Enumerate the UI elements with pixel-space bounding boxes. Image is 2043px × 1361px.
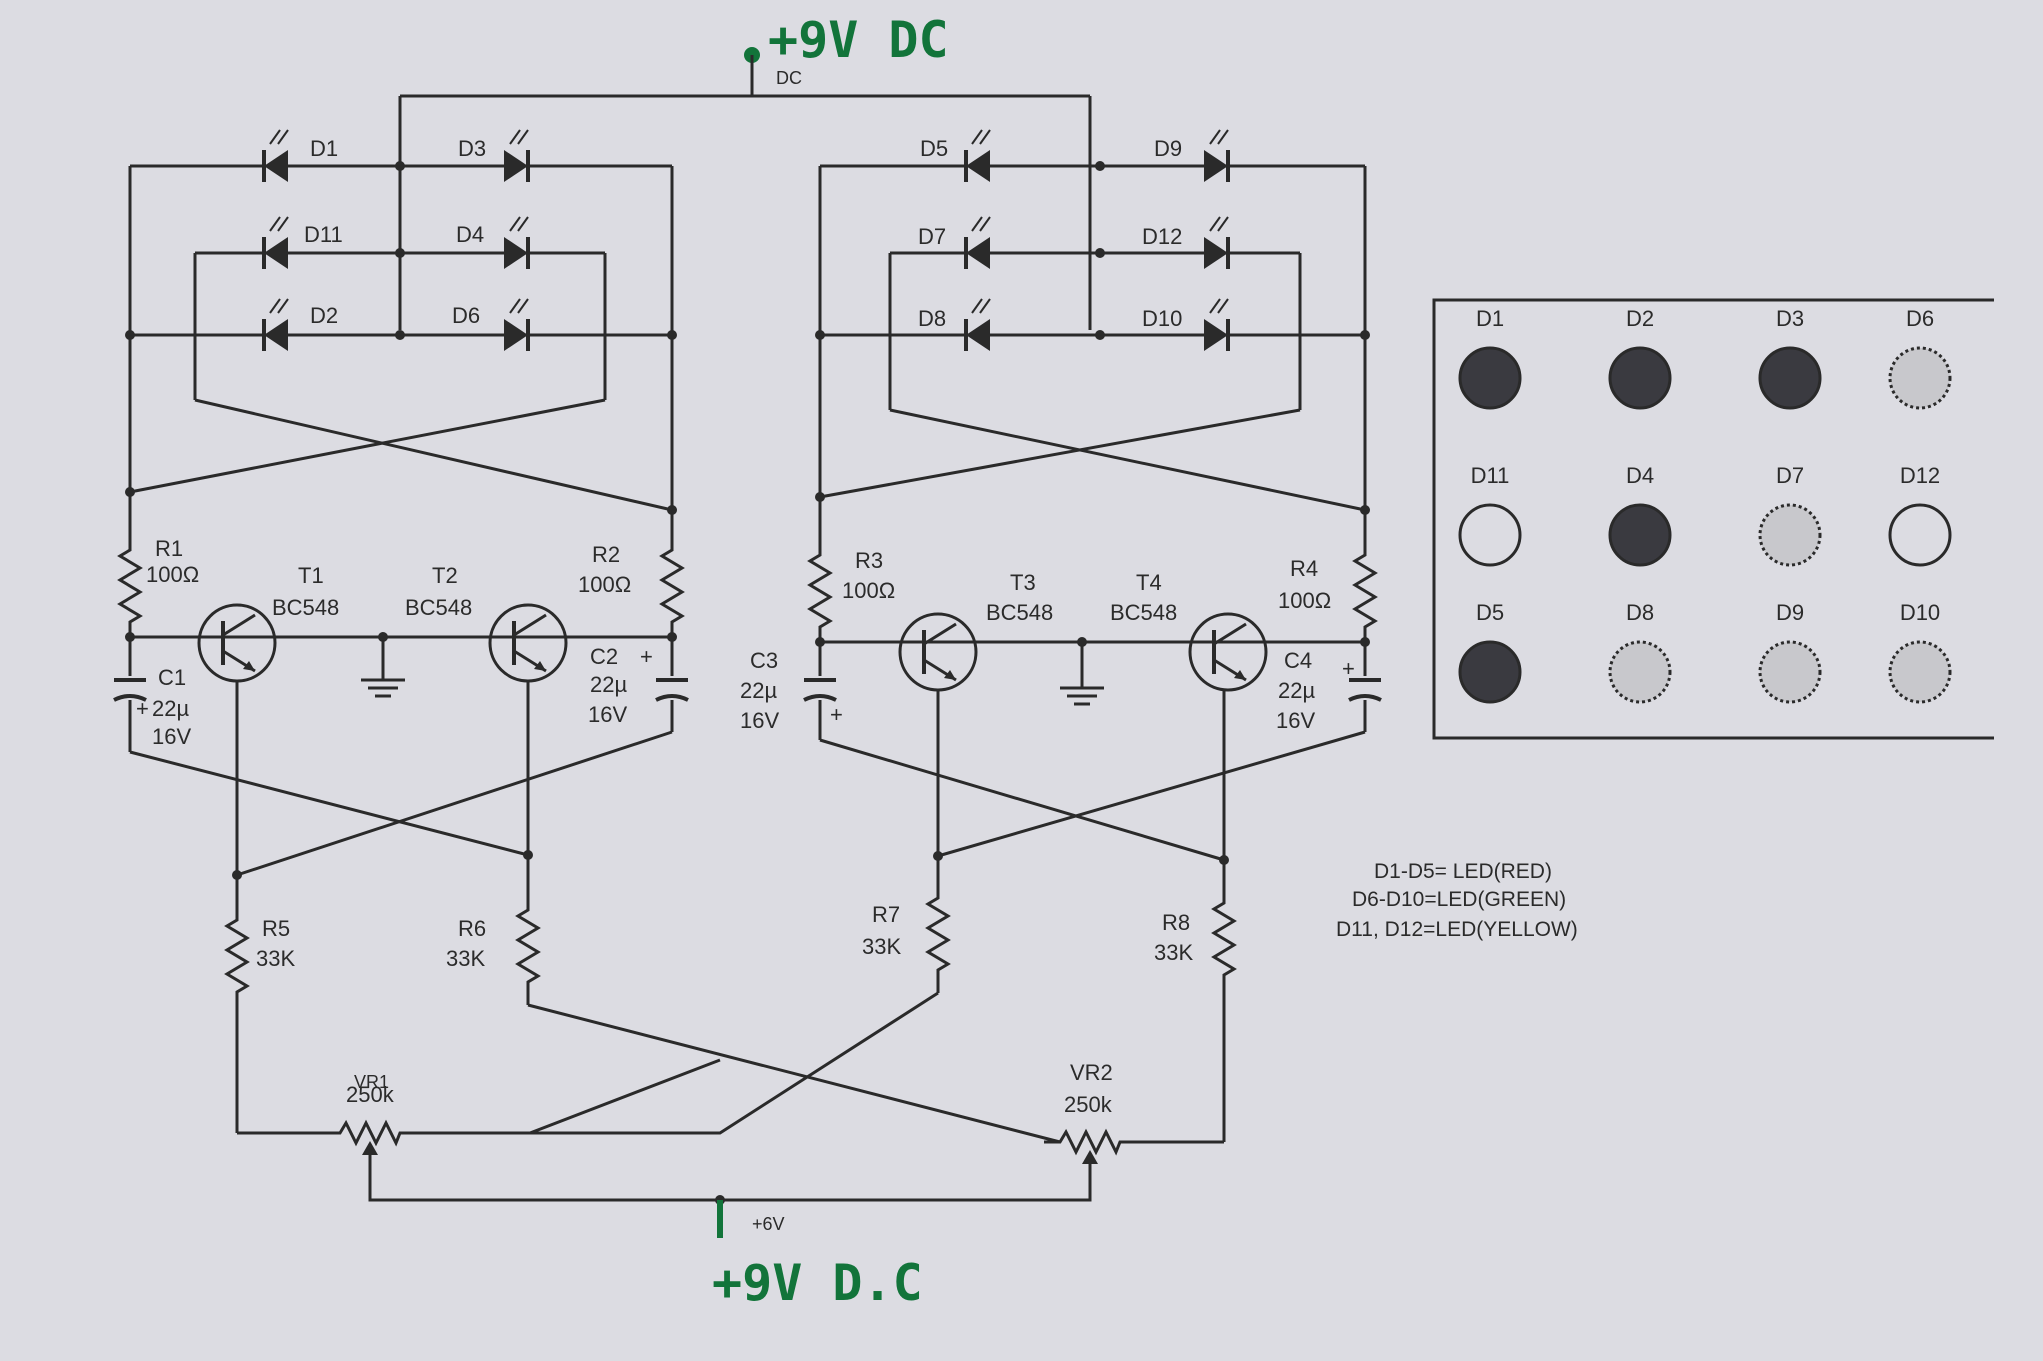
grid-led-label-d6: D6	[1906, 306, 1934, 331]
c3-plus: +	[830, 702, 843, 727]
t3-type: BC548	[986, 600, 1053, 625]
legend-line-red: D1-D5= LED(RED)	[1374, 860, 1552, 883]
t1-type: BC548	[272, 595, 339, 620]
grid-led-d3	[1758, 346, 1822, 410]
c3-value: 22µ	[740, 678, 777, 703]
grid-led-d1	[1458, 346, 1522, 410]
led-d8-label: D8	[918, 306, 946, 331]
c1-voltage: 16V	[152, 724, 191, 749]
t2-type: BC548	[405, 595, 472, 620]
c1-name: C1	[158, 665, 186, 690]
r5-name: R5	[262, 916, 290, 941]
vr1-name: VR1	[354, 1072, 389, 1092]
grid-led-d2	[1608, 346, 1672, 410]
r4-name: R4	[1290, 556, 1318, 581]
grid-led-label-d11: D11	[1471, 463, 1510, 488]
c2-plus: +	[640, 644, 653, 669]
led-d4-label: D4	[456, 222, 484, 247]
top-supply-printed: DC	[776, 68, 802, 88]
grid-led-label-d8: D8	[1626, 600, 1654, 625]
grid-led-label-d3: D3	[1776, 306, 1804, 331]
r3-name: R3	[855, 548, 883, 573]
t2-name: T2	[432, 563, 458, 588]
right-led-matrix: D5 D9 D7 D12 D8 D10	[815, 96, 1370, 515]
c4-name: C4	[1284, 648, 1312, 673]
c2-voltage: 16V	[588, 702, 627, 727]
r6-value: 33K	[446, 946, 485, 971]
grid-led-d4	[1608, 503, 1672, 567]
right-multivibrator: R3 100Ω R4 100Ω T3 BC548 T4 BC548 C3 22µ…	[740, 497, 1383, 1142]
c1-plus: +	[136, 696, 149, 721]
vr1-value: 250k	[346, 1082, 395, 1107]
grid-led-d8	[1608, 640, 1672, 704]
led-d2-label: D2	[310, 303, 338, 328]
grid-led-label-d10: D10	[1900, 600, 1940, 625]
grid-led-d7	[1758, 503, 1822, 567]
r2-name: R2	[592, 542, 620, 567]
led-d3-label: D3	[458, 136, 486, 161]
c3-voltage: 16V	[740, 708, 779, 733]
vr2-value: 250k	[1064, 1092, 1113, 1117]
grid-led-label-d5: D5	[1476, 600, 1504, 625]
grid-led-d9	[1758, 640, 1822, 704]
led-d7-label: D7	[918, 224, 946, 249]
r4-value: 100Ω	[1278, 588, 1331, 613]
legend-line-yellow: D11, D12=LED(YELLOW)	[1336, 918, 1578, 941]
grid-led-label-d4: D4	[1626, 463, 1654, 488]
c4-value: 22µ	[1278, 678, 1315, 703]
r6-name: R6	[458, 916, 486, 941]
r7-name: R7	[872, 902, 900, 927]
r1-value: 100Ω	[146, 562, 199, 587]
c2-name: C2	[590, 644, 618, 669]
t3-name: T3	[1010, 570, 1036, 595]
r2-value: 100Ω	[578, 572, 631, 597]
led-d11-label: D11	[304, 222, 343, 247]
bottom-supply-label: +9V D.C	[712, 1254, 923, 1312]
left-led-matrix: D1 D3 D11 D4 D2 D6	[125, 96, 677, 515]
c4-voltage: 16V	[1276, 708, 1315, 733]
led-d5-label: D5	[920, 136, 948, 161]
r1-name: R1	[155, 536, 183, 561]
grid-led-label-d2: D2	[1626, 306, 1654, 331]
c1-value: 22µ	[152, 696, 189, 721]
led-d10-label: D10	[1142, 306, 1182, 331]
c4-plus: +	[1342, 656, 1355, 681]
grid-led-d12	[1888, 503, 1952, 567]
led-color-legend: D1-D5= LED(RED) D6-D10=LED(GREEN) D11, D…	[1336, 860, 1578, 941]
r5-value: 33K	[256, 946, 295, 971]
grid-led-d11	[1458, 503, 1522, 567]
grid-led-label-d9: D9	[1776, 600, 1804, 625]
led-d12-label: D12	[1142, 224, 1182, 249]
t1-name: T1	[298, 563, 324, 588]
grid-led-label-d12: D12	[1900, 463, 1940, 488]
top-supply-label: +9V DC	[768, 11, 949, 69]
bottom-supply-printed: +6V	[752, 1214, 785, 1234]
grid-led-d6	[1888, 346, 1952, 410]
r3-value: 100Ω	[842, 578, 895, 603]
led-d9-label: D9	[1154, 136, 1182, 161]
grid-led-label-d7: D7	[1776, 463, 1804, 488]
c2-value: 22µ	[590, 672, 627, 697]
c3-name: C3	[750, 648, 778, 673]
left-multivibrator: R1 100Ω R2 100Ω T1 BC548 T2 BC548 C1 + 2…	[112, 492, 690, 1133]
top-supply: +9V DC DC	[400, 11, 1090, 98]
r7-value: 33K	[862, 934, 901, 959]
grid-led-d10	[1888, 640, 1952, 704]
t4-type: BC548	[1110, 600, 1177, 625]
r8-name: R8	[1162, 910, 1190, 935]
vr2-name: VR2	[1070, 1060, 1113, 1085]
led-d1-label: D1	[310, 136, 338, 161]
legend-line-green: D6-D10=LED(GREEN)	[1352, 888, 1566, 911]
bottom-network: VR1 250k VR2 250k +6V +9V D.C	[237, 991, 1224, 1312]
t4-name: T4	[1136, 570, 1162, 595]
led-d6-label: D6	[452, 303, 480, 328]
r8-value: 33K	[1154, 940, 1193, 965]
grid-led-label-d1: D1	[1476, 306, 1504, 331]
grid-led-d5	[1458, 640, 1522, 704]
